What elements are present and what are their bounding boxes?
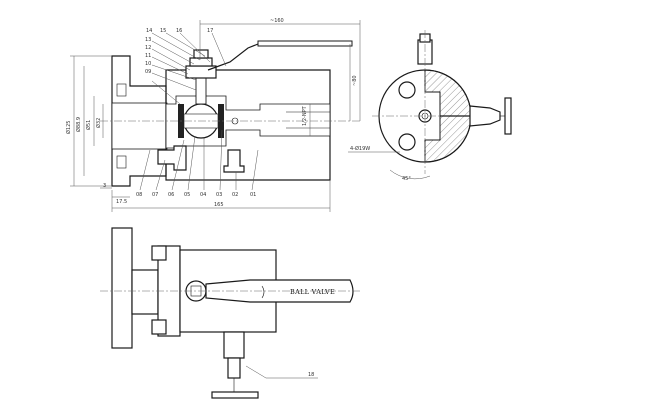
part-16: 16	[176, 28, 182, 34]
part-13: 13	[145, 37, 151, 43]
bottom-valve-body	[223, 331, 245, 359]
part-05: 05	[184, 192, 190, 198]
top-flange	[111, 227, 133, 349]
part-06: 06	[168, 192, 174, 198]
dim-bolt-circle: Ø88.9	[75, 117, 82, 132]
drain-plug-left	[157, 145, 187, 171]
handle-grip	[257, 40, 353, 47]
dim-flange-od: Ø125	[65, 121, 72, 134]
dim-port: 1/2-NPT	[302, 105, 308, 126]
part-callouts-top: 14 15 16 17 13 12 11 10 09	[145, 28, 227, 105]
part-17: 17	[207, 28, 213, 34]
part-02: 02	[232, 192, 238, 198]
side-needle-handle	[504, 97, 512, 135]
stem-nut	[189, 57, 213, 67]
outlet-port	[286, 111, 330, 129]
flange-bolt-hole-top	[116, 83, 127, 97]
part-15: 15	[160, 28, 166, 34]
side-view: 4-Ø19W 45°	[348, 30, 512, 182]
gland-nut	[185, 65, 217, 79]
dim-height-right: ~80	[352, 75, 358, 86]
seat-right	[218, 104, 224, 138]
front-section-view: ~160 ~80 Ø125 Ø88.9 Ø51 Ø32 165 17.5 3 1…	[65, 18, 361, 212]
part-callouts-bottom: 08 07 06 05 04 03 02 01	[136, 129, 259, 198]
dim-top-length: ~160	[270, 18, 284, 24]
part-11: 11	[145, 53, 151, 59]
part-04: 04	[200, 192, 206, 198]
top-bolt-head-upper	[151, 245, 167, 261]
part-18: 18	[308, 372, 314, 378]
part-03: 03	[216, 192, 222, 198]
part-12: 12	[145, 45, 151, 51]
dim-flange-thickness: 17.5	[116, 199, 127, 205]
stem	[195, 77, 207, 105]
front-dimensions: ~160 ~80 Ø125 Ø88.9 Ø51 Ø32 165 17.5 3 1…	[65, 18, 361, 212]
dim-overall-length: 165	[214, 202, 224, 208]
stem-top	[193, 49, 209, 59]
bottom-valve-bonnet	[227, 357, 241, 379]
part-07: 07	[152, 192, 158, 198]
side-bolt-hole-bottom	[398, 133, 416, 151]
flange-bore	[111, 102, 168, 150]
part-14: 14	[146, 28, 152, 34]
top-bolt-head-lower	[151, 319, 167, 335]
flange-bolt-hole-bottom	[116, 155, 127, 169]
side-bolt-hole-top	[398, 81, 416, 99]
side-needle-body	[469, 105, 501, 127]
dim-bore-a: Ø51	[85, 120, 92, 130]
part-01: 01	[250, 192, 256, 198]
dim-side-holes: 4-Ø19W	[350, 145, 370, 152]
part-09: 09	[145, 69, 151, 75]
dim-bore-b: Ø32	[95, 118, 102, 128]
top-spool	[131, 269, 159, 315]
drain-plug-right	[223, 149, 245, 173]
part-10: 10	[145, 61, 151, 67]
bottom-valve-handle	[211, 391, 259, 399]
part-08: 08	[136, 192, 142, 198]
top-view: BALL VALVE 18	[100, 227, 360, 399]
top-handle-stop	[261, 285, 265, 299]
dim-side-angle: 45°	[402, 176, 411, 182]
nameplate-text: BALL VALVE	[290, 288, 335, 296]
dim-gap: 3	[103, 183, 106, 189]
handle-lever	[207, 43, 259, 71]
